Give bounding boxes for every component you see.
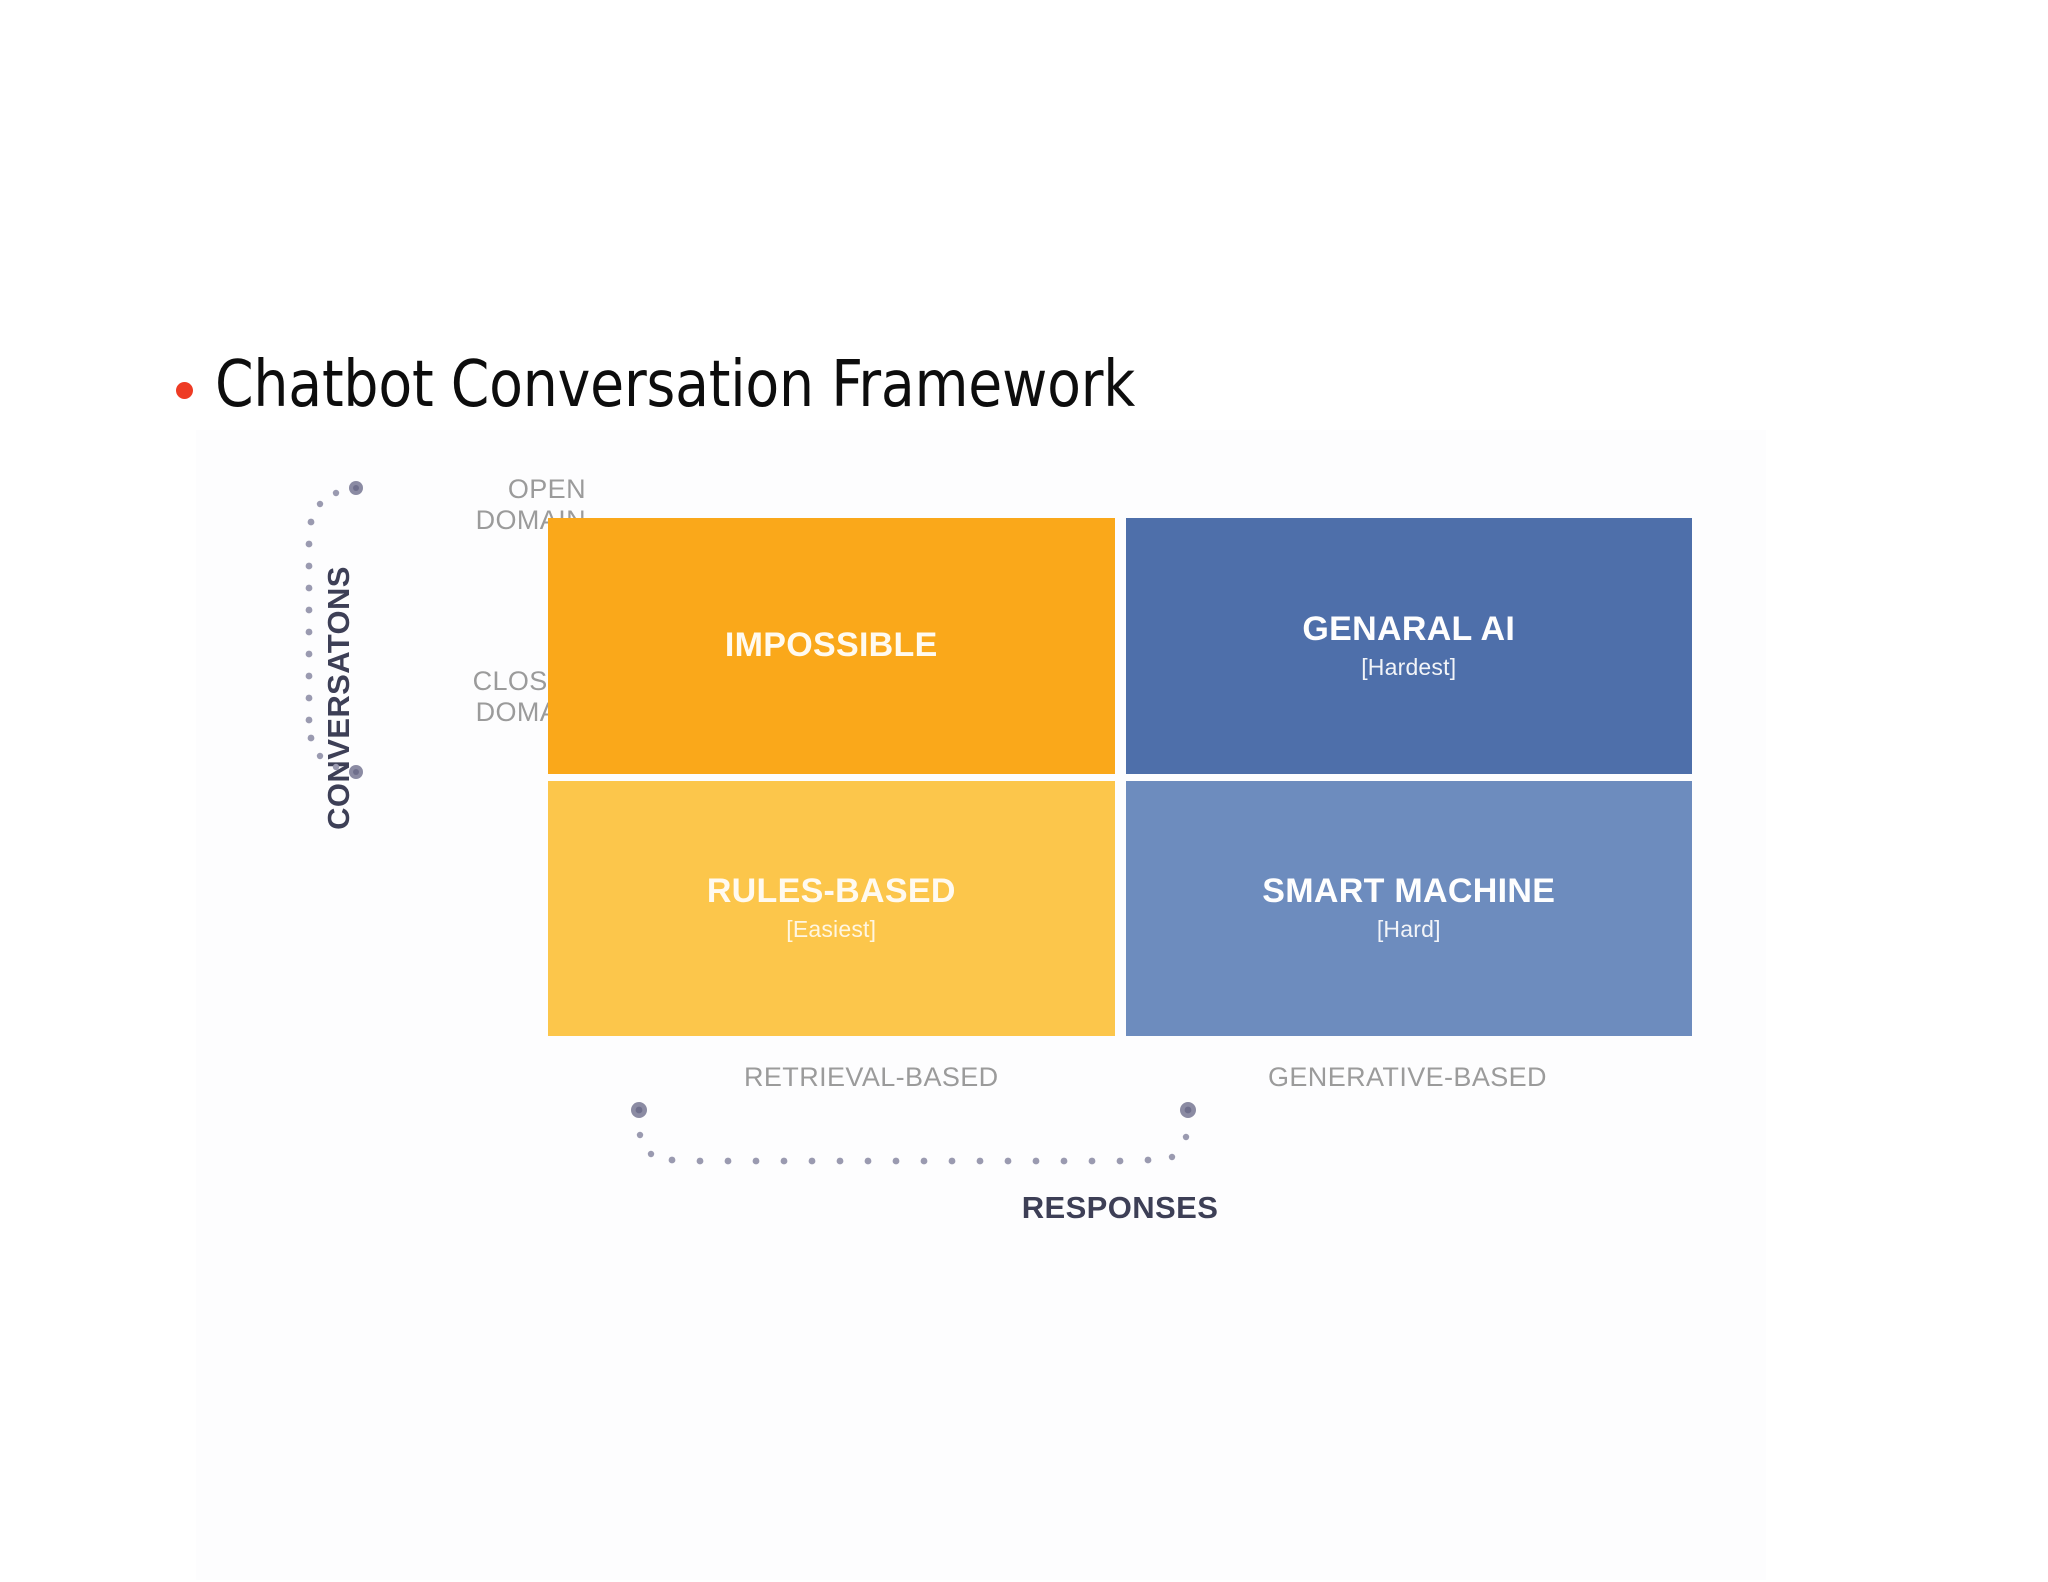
quadrant-impossible[interactable]: IMPOSSIBLE xyxy=(548,518,1115,774)
page-title-row: Chatbot Conversation Framework xyxy=(176,350,1173,420)
y-axis-label-closed-domain-line2: DOMAIN xyxy=(475,697,586,728)
quadrant-general-ai-subtitle: [Hardest] xyxy=(1361,653,1457,680)
bullet-icon xyxy=(176,381,193,399)
quadrant-impossible-title: IMPOSSIBLE xyxy=(724,626,938,665)
quadrant-general-ai[interactable]: GENARAL AI [Hardest] xyxy=(1125,518,1692,774)
y-axis-label-open-domain: OPEN DOMAIN xyxy=(326,474,586,536)
quadrant-smart-machine-title: SMART MACHINE xyxy=(1262,872,1556,911)
quadrant-grid: IMPOSSIBLE GENARAL AI [Hardest] RULES-BA… xyxy=(548,518,1692,1036)
quadrant-rules-based[interactable]: RULES-BASED [Easiest] xyxy=(548,780,1115,1036)
quadrant-rules-based-title: RULES-BASED xyxy=(706,872,956,911)
y-axis-label-open-domain-line2: DOMAIN xyxy=(475,505,586,536)
y-axis-bracket-icon xyxy=(305,481,363,779)
x-axis-label-generative-based: GENERATIVE-BASED xyxy=(1268,1062,1547,1092)
page-title: Chatbot Conversation Framework xyxy=(215,348,1136,422)
y-axis-label-closed-domain-line1: CLOSED xyxy=(472,666,586,696)
x-axis-bracket-icon xyxy=(631,1102,1196,1165)
quadrant-general-ai-title: GENARAL AI xyxy=(1302,609,1516,648)
quadrant-smart-machine[interactable]: SMART MACHINE [Hard] xyxy=(1125,780,1692,1036)
quadrant-smart-machine-subtitle: [Hard] xyxy=(1376,916,1441,943)
y-axis-label-open-domain-line1: OPEN xyxy=(507,474,586,504)
x-axis-title: RESPONSES xyxy=(1021,1190,1219,1225)
quadrant-rules-based-subtitle: [Easiest] xyxy=(786,916,877,943)
y-axis-label-closed-domain: CLOSED DOMAIN xyxy=(326,666,586,728)
x-axis-label-retrieval-based: RETRIEVAL-BASED xyxy=(744,1062,999,1092)
framework-diagram: CONVERSATONS OPEN DOMAIN CLOSED DOMAIN I… xyxy=(196,430,1766,1580)
